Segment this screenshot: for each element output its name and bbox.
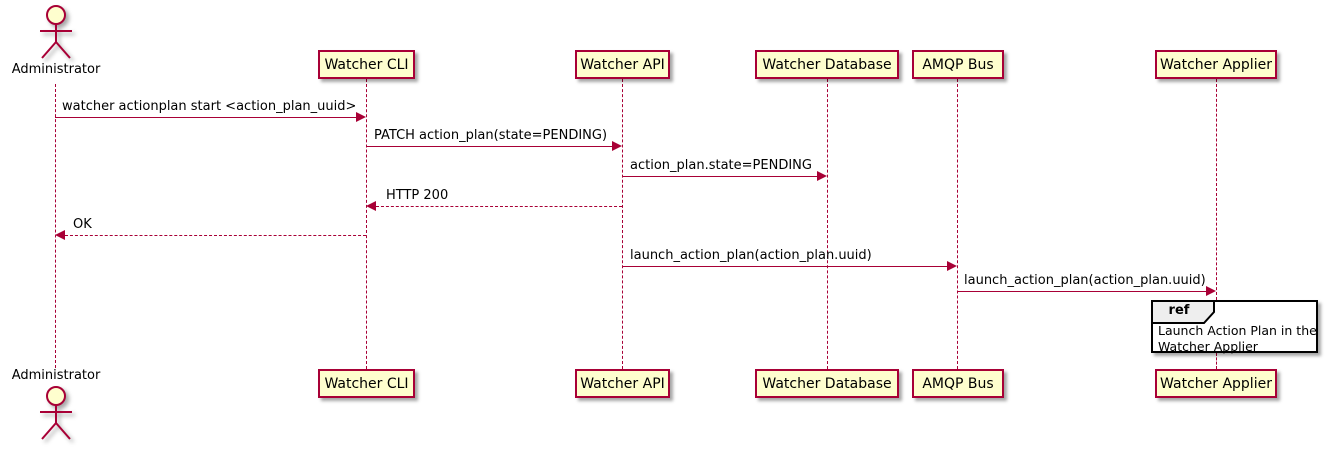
arrowhead-icon <box>612 141 622 151</box>
participant-watcher-cli-top: Watcher CLI <box>318 50 415 79</box>
lifeline-watcher-api <box>622 79 623 369</box>
lifeline-watcher-applier-lower <box>1216 353 1217 369</box>
participant-label: Watcher Applier <box>1160 375 1272 392</box>
participant-amqp-bus-bottom: AMQP Bus <box>912 369 1004 398</box>
message-line-6 <box>622 266 947 267</box>
ref-keyword: ref <box>1168 303 1190 318</box>
arrowhead-icon <box>356 112 366 122</box>
message-label-3: action_plan.state=PENDING <box>630 158 812 173</box>
participant-amqp-bus-top: AMQP Bus <box>912 50 1004 79</box>
participant-watcher-database-top: Watcher Database <box>755 50 899 79</box>
participant-watcher-applier-top: Watcher Applier <box>1155 50 1277 79</box>
message-line-4 <box>376 206 622 207</box>
actor-icon-bottom <box>40 386 72 440</box>
ref-text-line2: Watcher Applier <box>1158 339 1258 354</box>
message-label-2: PATCH action_plan(state=PENDING) <box>374 128 608 143</box>
lifeline-watcher-applier-upper <box>1216 79 1217 300</box>
participant-watcher-cli-bottom: Watcher CLI <box>318 369 415 398</box>
message-label-1: watcher actionplan start <action_plan_uu… <box>62 99 357 114</box>
participant-watcher-api-top: Watcher API <box>575 50 670 79</box>
participant-label: AMQP Bus <box>922 375 994 392</box>
lifeline-administrator <box>55 84 56 368</box>
arrowhead-icon <box>1206 286 1216 296</box>
participant-label: Watcher CLI <box>324 375 409 392</box>
participant-watcher-database-bottom: Watcher Database <box>755 369 899 398</box>
message-label-5: OK <box>73 217 92 232</box>
participant-watcher-applier-bottom: Watcher Applier <box>1155 369 1277 398</box>
lifeline-watcher-cli <box>366 79 367 369</box>
ref-tab-icon <box>1151 300 1215 324</box>
actor-icon-top <box>40 5 72 59</box>
message-label-6: launch_action_plan(action_plan.uuid) <box>630 248 872 263</box>
message-label-7: launch_action_plan(action_plan.uuid) <box>964 273 1206 288</box>
participant-label: Watcher CLI <box>324 56 409 73</box>
actor-label-bottom: Administrator <box>11 368 101 383</box>
lifeline-amqp-bus <box>957 79 958 369</box>
lifeline-watcher-database <box>827 79 828 369</box>
arrowhead-icon <box>366 201 376 211</box>
arrowhead-icon <box>817 171 827 181</box>
participant-label: Watcher Applier <box>1160 56 1272 73</box>
arrowhead-icon <box>55 230 65 240</box>
participant-watcher-api-bottom: Watcher API <box>575 369 670 398</box>
participant-label: Watcher Database <box>762 375 892 392</box>
message-label-4: HTTP 200 <box>386 188 449 203</box>
arrowhead-icon <box>947 261 957 271</box>
ref-text-line1: Launch Action Plan in the <box>1158 323 1317 338</box>
ref-fragment: ref Launch Action Plan in the Watcher Ap… <box>1151 300 1318 354</box>
message-line-5 <box>65 235 366 236</box>
participant-label: AMQP Bus <box>922 56 994 73</box>
participant-label: Watcher API <box>580 375 665 392</box>
participant-label: Watcher Database <box>762 56 892 73</box>
participant-label: Watcher API <box>580 56 665 73</box>
message-line-3 <box>622 176 817 177</box>
message-line-1 <box>55 117 356 118</box>
message-line-7 <box>957 291 1206 292</box>
actor-label-top: Administrator <box>11 62 101 77</box>
message-line-2 <box>366 146 612 147</box>
